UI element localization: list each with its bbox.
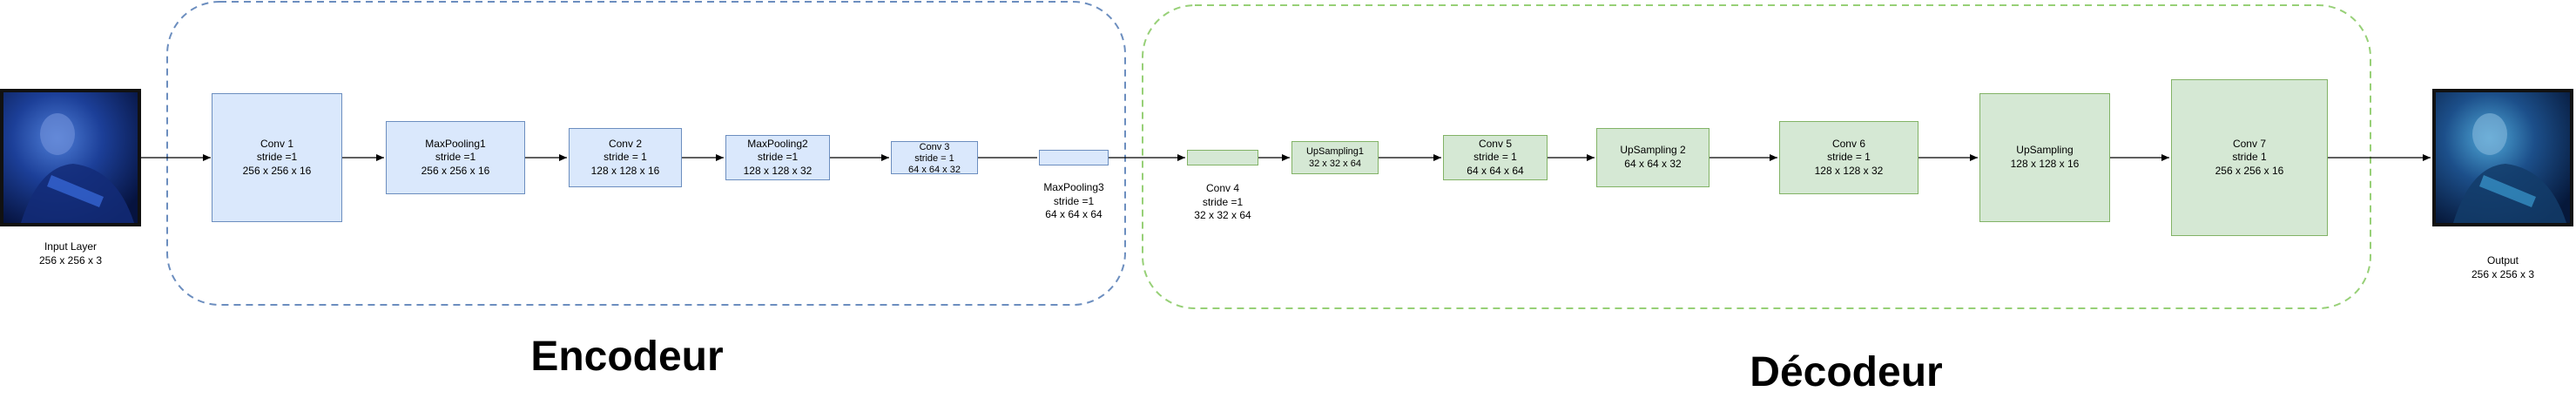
conv7-block: Conv 7 stride 1 256 x 256 x 16 (2171, 79, 2328, 236)
output-size: 256 x 256 x 3 (2471, 267, 2535, 280)
conv4-label: Conv 4 stride =1 32 x 32 x 64 (1162, 182, 1284, 223)
conv6-stride: stride = 1 (1827, 151, 1871, 164)
conv5-name: Conv 5 (1478, 137, 1512, 150)
conv1-shape: 256 x 256 x 16 (242, 164, 312, 177)
conv7-name: Conv 7 (2232, 137, 2266, 150)
maxpooling2-stride: stride =1 (757, 151, 799, 164)
output-picture-icon (2436, 92, 2570, 223)
conv6-shape: 128 x 128 x 32 (1814, 164, 1884, 177)
encoder-group-outline (166, 1, 1126, 306)
conv4-stride: stride =1 (1202, 195, 1244, 208)
conv2-stride: stride = 1 (604, 151, 647, 164)
output-image (2432, 89, 2573, 226)
upsampling3-name: UpSampling (2016, 144, 2074, 157)
conv5-block: Conv 5 stride = 1 64 x 64 x 64 (1443, 135, 1548, 180)
conv4-name: Conv 4 (1205, 182, 1240, 194)
upsampling1-shape: 32 x 32 x 64 (1309, 159, 1361, 169)
maxpooling3-stride: stride =1 (1053, 194, 1095, 207)
encoder-title: Encodeur (530, 334, 724, 380)
maxpooling1-name: MaxPooling1 (425, 137, 486, 150)
upsampling1-name: UpSampling1 (1305, 145, 1365, 157)
output-label: Output 256 x 256 x 3 (2432, 254, 2573, 281)
conv2-shape: 128 x 128 x 16 (590, 164, 660, 177)
conv1-name: Conv 1 (260, 137, 293, 150)
conv3-stride: stride = 1 (914, 153, 954, 165)
conv5-stride: stride = 1 (1473, 151, 1517, 164)
conv5-shape: 64 x 64 x 64 (1467, 164, 1524, 177)
maxpooling3-label: MaxPooling3 stride =1 64 x 64 x 64 (1013, 181, 1135, 222)
conv6-name: Conv 6 (1831, 137, 1865, 150)
conv2-block: Conv 2 stride = 1 128 x 128 x 16 (569, 128, 682, 187)
upsampling2-shape: 64 x 64 x 32 (1624, 158, 1682, 170)
input-layer-title: Input Layer (44, 240, 98, 253)
input-layer-size: 256 x 256 x 3 (38, 253, 103, 267)
conv7-stride: stride 1 (2232, 151, 2267, 164)
maxpooling3-name: MaxPooling3 (1043, 181, 1104, 193)
conv2-name: Conv 2 (608, 137, 642, 150)
conv7-shape: 256 x 256 x 16 (2215, 164, 2284, 177)
maxpooling3-shape: 64 x 64 x 64 (1045, 208, 1103, 221)
upsampling2-name: UpSampling 2 (1620, 144, 1686, 157)
input-image (0, 89, 141, 226)
conv3-name: Conv 3 (919, 142, 950, 152)
maxpooling2-shape: 128 x 128 x 32 (743, 164, 813, 177)
upsampling2-block: UpSampling 2 64 x 64 x 32 (1596, 128, 1709, 187)
upsampling3-shape: 128 x 128 x 16 (2010, 158, 2080, 170)
upsampling1-block: UpSampling1 32 x 32 x 64 (1291, 141, 1379, 174)
decoder-title: Décodeur (1750, 349, 1943, 395)
conv3-block: Conv 3 stride = 1 64 x 64 x 32 (891, 141, 978, 174)
decoder-group-outline (1142, 4, 2371, 309)
conv1-stride: stride =1 (256, 151, 298, 164)
input-picture-icon (3, 92, 138, 223)
conv1-block: Conv 1 stride =1 256 x 256 x 16 (212, 93, 342, 222)
maxpooling1-shape: 256 x 256 x 16 (421, 164, 490, 177)
maxpooling2-name: MaxPooling2 (747, 137, 808, 150)
upsampling3-block: UpSampling 128 x 128 x 16 (1979, 93, 2110, 222)
maxpooling1-stride: stride =1 (435, 151, 476, 164)
conv3-shape: 64 x 64 x 32 (908, 165, 961, 174)
conv4-shape: 32 x 32 x 64 (1194, 209, 1251, 222)
maxpooling1-block: MaxPooling1 stride =1 256 x 256 x 16 (386, 121, 525, 194)
input-layer-label: Input Layer 256 x 256 x 3 (0, 240, 141, 267)
maxpooling3-block (1039, 150, 1109, 165)
conv4-block (1187, 150, 1258, 165)
maxpooling2-block: MaxPooling2 stride =1 128 x 128 x 32 (725, 135, 830, 180)
output-title: Output (2486, 254, 2519, 267)
conv6-block: Conv 6 stride = 1 128 x 128 x 32 (1779, 121, 1919, 194)
